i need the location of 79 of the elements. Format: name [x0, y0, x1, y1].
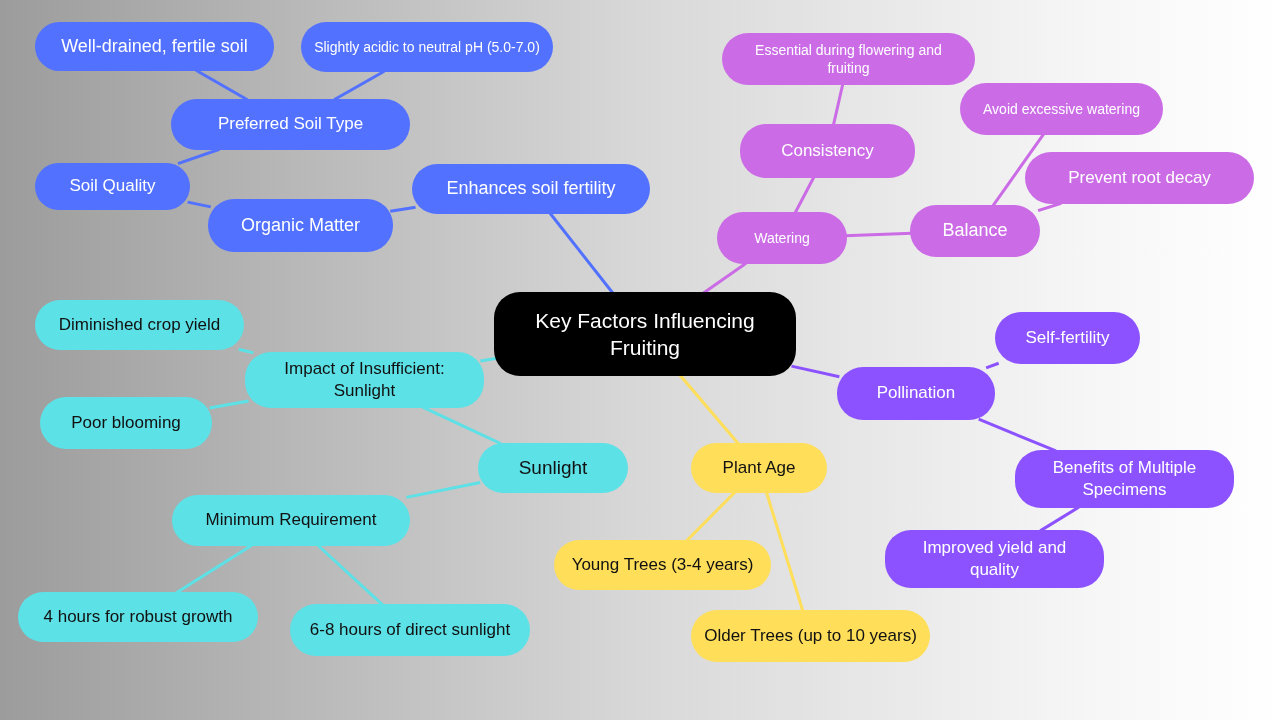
connector-line	[175, 543, 253, 594]
connector-line	[177, 147, 220, 166]
topic-bubble	[35, 22, 274, 71]
topic-bubble	[412, 164, 650, 214]
topic-text: Diminished crop yield	[58, 313, 221, 336]
topic-text: Essential during flowering and fruiting	[754, 40, 943, 78]
topic-text: Soil Quality	[69, 175, 156, 198]
topic-text: Benefits of Multiple Specimens	[1051, 456, 1198, 501]
connector-line	[548, 212, 615, 295]
topic-bubble	[478, 443, 628, 493]
topic-bubble	[960, 83, 1163, 135]
topic-text: Key Factors Influencing Fruiting	[534, 307, 756, 361]
topic-text: 6-8 hours of direct sunlight	[309, 618, 511, 641]
topic-bubble	[837, 367, 995, 420]
topic-bubble	[35, 163, 190, 210]
topic-text: Plant Age	[722, 456, 796, 479]
topic-text: Prevent root decay	[1068, 166, 1211, 189]
topic-bubble	[717, 212, 847, 264]
connector-line	[832, 83, 845, 126]
topic-text: Balance	[942, 219, 1008, 243]
connector-line	[390, 205, 416, 213]
connector-line	[978, 417, 1057, 453]
topic-text: Watering	[754, 228, 810, 248]
connector-line	[985, 361, 1000, 370]
connector-line	[685, 491, 736, 542]
topic-text: Impact of Insufficient: Sunlight	[283, 357, 446, 402]
topic-text: Self-fertility	[1025, 326, 1110, 349]
topic-bubble	[171, 99, 410, 150]
topic-bubble	[18, 592, 258, 642]
connector-line	[678, 373, 740, 445]
topic-bubble	[554, 540, 771, 590]
connector-line	[422, 405, 502, 446]
connector-line	[793, 176, 816, 214]
connector-line	[702, 262, 747, 295]
topic-text: Preferred Soil Type	[217, 113, 364, 136]
topic-bubble	[885, 530, 1104, 588]
topic-bubble	[208, 199, 393, 252]
connector-line	[195, 68, 249, 102]
topic-bubble	[910, 205, 1040, 257]
topic-bubble	[245, 352, 484, 408]
topic-text: Poor blooming	[71, 411, 181, 434]
topic-text: Enhances soil fertility	[446, 177, 616, 201]
topic-text: Improved yield and quality	[921, 536, 1068, 581]
topic-text: Well-drained, fertile soil	[61, 34, 248, 58]
topic-text: Consistency	[781, 139, 874, 162]
connector-line	[187, 200, 212, 209]
connector-line	[765, 491, 805, 612]
topic-bubble	[1015, 450, 1234, 508]
central-topic-bubble	[494, 292, 796, 376]
topic-text: Slightly acidic to neutral pH (5.0-7.0)	[314, 37, 540, 57]
topic-bubble	[172, 495, 410, 546]
topic-bubble	[691, 443, 827, 493]
connector-line	[209, 399, 249, 410]
topic-text: Sunlight	[518, 455, 588, 480]
topic-bubble	[740, 124, 915, 178]
connector-line	[845, 231, 912, 238]
connector-line	[406, 481, 481, 499]
topic-text: 4 hours for robust growth	[43, 605, 233, 628]
connector-line	[1037, 201, 1062, 213]
topic-bubble	[301, 22, 553, 72]
topic-bubble	[722, 33, 975, 85]
topic-text: Young Trees (3-4 years)	[571, 553, 754, 576]
connector-line	[316, 544, 384, 606]
topic-bubble	[691, 610, 930, 662]
connector-line	[238, 347, 254, 355]
topic-text: Pollination	[876, 382, 956, 405]
topic-text: Minimum Requirement	[205, 509, 377, 532]
connector-line	[1039, 505, 1080, 533]
connector-line	[991, 133, 1045, 207]
connector-line	[333, 69, 386, 102]
topic-bubble	[995, 312, 1140, 364]
topic-bubble	[290, 604, 530, 656]
topic-text: Avoid excessive watering	[983, 99, 1140, 119]
connector-line	[791, 364, 840, 379]
topic-bubble	[35, 300, 244, 350]
topic-bubble	[1025, 152, 1254, 204]
topic-bubble	[40, 397, 212, 449]
topic-text: Organic Matter	[240, 213, 360, 237]
topic-text: Older Trees (up to 10 years)	[704, 624, 917, 647]
